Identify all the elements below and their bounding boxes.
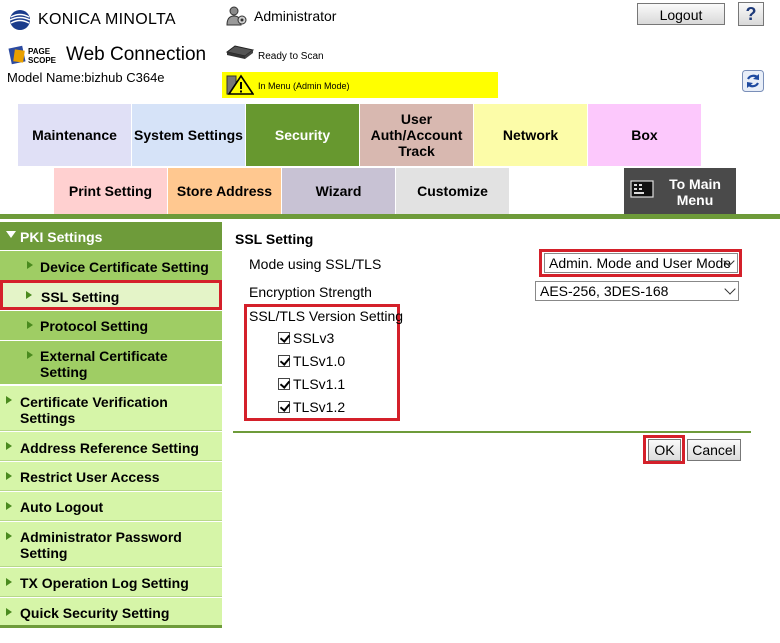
tab-print-setting[interactable]: Print Setting [54,168,167,214]
sidebar-item-label: SSL Setting [41,289,120,305]
sidebar-item-ssl-setting[interactable]: SSL Setting [0,280,222,310]
tab-wizard[interactable]: Wizard [282,168,395,214]
ok-highlight [643,435,685,464]
brand-name: KONICA MINOLTA [38,11,176,28]
svg-text:SCOPE: SCOPE [28,56,57,65]
sidebar-item-tx-operation-log-setting[interactable]: TX Operation Log Setting [0,568,222,597]
expanded-arrow-icon [6,231,16,238]
tab-network[interactable]: Network [474,104,587,166]
device-status: Ready to Scan [258,51,324,62]
mode-highlight [539,249,742,277]
ok-button[interactable]: OK [648,439,681,461]
arrow-right-icon [6,532,12,540]
logout-button[interactable]: Logout [637,3,725,25]
form-divider [233,431,751,433]
mode-ssl-tls-label: Mode using SSL/TLS [249,256,382,272]
sidebar-item-label: Protocol Setting [40,318,149,334]
sidebar-item-label: Certificate Verification Settings [20,394,168,426]
encryption-strength-select[interactable]: AES-256, 3DES-168 [535,281,739,301]
cancel-button[interactable]: Cancel [687,439,741,461]
sidebar-item-label: PKI Settings [20,229,103,245]
tlsv1-1-label: TLSv1.1 [293,376,346,392]
sidebar-pki-settings[interactable]: PKI Settings [0,222,222,250]
to-main-menu-label: To Main Menu [669,176,721,208]
arrow-right-icon [6,502,12,510]
svg-text:PAGE: PAGE [28,47,51,56]
pagescope-logo-icon: PAGE SCOPE [8,45,57,65]
sidebar-item-certificate-verification-settings[interactable]: Certificate Verification Settings [0,386,222,431]
mode-status: In Menu (Admin Mode) [258,81,350,91]
chevron-down-icon [724,283,736,295]
sidebar-item-restrict-user-access[interactable]: Restrict User Access [0,462,222,491]
sidebar-item-device-certificate-setting[interactable]: Device Certificate Setting [0,251,222,280]
product-name: Web Connection [66,44,207,65]
ssl-tls-version-setting-label: SSL/TLS Version Setting [249,308,404,324]
warning-icon [226,74,254,95]
sidebar-item-label: Device Certificate Setting [40,259,209,275]
model-name: Model Name:bizhub C364e [7,70,165,85]
arrow-right-icon [6,608,12,616]
arrow-right-icon [26,291,32,299]
sidebar-item-label: Auto Logout [20,499,104,515]
tab-system-settings[interactable]: System Settings [132,104,245,166]
sidebar-item-label: Address Reference Setting [20,440,199,456]
mode-status-bar [222,72,498,98]
sidebar-item-label: External Certificate Setting [40,348,168,380]
administrator-icon [226,6,247,26]
mode-ssl-tls-select[interactable]: Admin. Mode and User Mode [544,253,738,273]
sslv3-checkbox[interactable] [278,332,290,344]
tab-security[interactable]: Security [246,104,359,166]
konica-minolta-logo-icon [9,10,31,30]
sidebar-item-external-certificate-setting[interactable]: External Certificate Setting [0,341,222,384]
help-button[interactable]: ? [738,2,764,26]
arrow-right-icon [6,442,12,450]
sslv3-label: SSLv3 [293,330,335,346]
sidebar-item-auto-logout[interactable]: Auto Logout [0,492,222,521]
sidebar-item-protocol-setting[interactable]: Protocol Setting [0,311,222,340]
sidebar-item-label: Quick Security Setting [20,605,170,621]
tlsv1-2-label: TLSv1.2 [293,399,346,415]
encryption-strength-label: Encryption Strength [249,284,372,300]
sidebar-item-label: Administrator Password Setting [20,529,182,561]
sidebar-item-administrator-password-setting[interactable]: Administrator Password Setting [0,522,222,567]
tab-box[interactable]: Box [588,104,701,166]
arrow-right-icon [27,351,33,359]
tlsv1-0-label: TLSv1.0 [293,353,346,369]
current-user: Administrator [254,8,337,24]
arrow-right-icon [27,261,33,269]
tab-divider [0,214,780,219]
arrow-right-icon [6,396,12,404]
refresh-icon[interactable] [742,70,764,92]
mode-ssl-tls-value: Admin. Mode and User Mode [549,255,732,271]
version-setting-highlight [244,304,400,421]
tab-store-address[interactable]: Store Address [168,168,281,214]
encryption-strength-value: AES-256, 3DES-168 [540,283,669,299]
scanner-icon [225,45,255,59]
arrow-right-icon [27,321,33,329]
main-menu-icon [630,180,654,198]
sidebar-item-quick-security-setting[interactable]: Quick Security Setting [0,598,222,628]
sidebar-item-address-reference-setting[interactable]: Address Reference Setting [0,432,222,461]
tab-customize[interactable]: Customize [396,168,509,214]
arrow-right-icon [6,578,12,586]
tlsv1-0-checkbox[interactable] [278,355,290,367]
tlsv1-1-checkbox[interactable] [278,378,290,390]
tab-user-auth-account-track[interactable]: User Auth/Account Track [360,104,473,166]
page-title: SSL Setting [235,231,314,247]
to-main-menu-button[interactable]: To Main Menu [624,168,736,214]
arrow-right-icon [6,472,12,480]
sidebar-item-label: Restrict User Access [20,469,160,485]
tlsv1-2-checkbox[interactable] [278,401,290,413]
sidebar-item-label: TX Operation Log Setting [20,575,189,591]
tab-maintenance[interactable]: Maintenance [18,104,131,166]
